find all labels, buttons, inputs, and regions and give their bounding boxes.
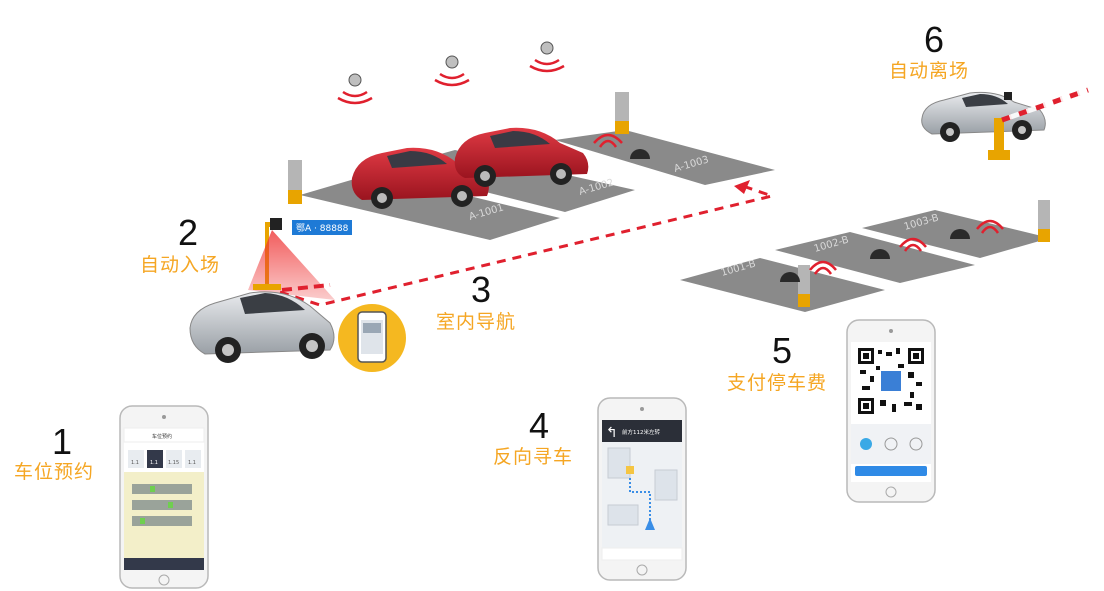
step-label-5: 支付停车费 [727,372,828,394]
pillar [615,92,629,134]
ceiling-camera-icon [337,73,373,105]
ground-sensor-icon [950,219,1004,239]
parked-car-red [351,147,489,209]
parking-space-a1003 [555,130,775,185]
nav-banner-text: 前方112米左转 [622,428,660,436]
step-number-2: 2 [177,212,199,253]
step-label-4: 反向寻车 [493,446,574,468]
license-plate-badge [292,220,352,235]
step-number-5: 5 [771,330,793,371]
navigation-route [279,180,778,307]
step-label-6: 自动离场 [889,60,970,82]
step-label-1: 车位预约 [14,461,95,483]
nav-banner [602,420,682,442]
step-number-3: 3 [470,269,492,310]
booking-slot: 1.15 [168,460,179,466]
ground-sensor-icon [593,133,650,159]
step-number-6: 6 [923,19,945,60]
step-number-4: 4 [528,405,550,446]
pillar [1038,200,1050,242]
booking-title: 车位预约 [152,433,172,440]
parked-car-red [454,127,589,187]
ceiling-camera-icon [434,55,470,87]
step-label-2: 自动入场 [140,254,221,276]
parking-row-b: 1001-B 1002-B 1003-B [680,210,1050,312]
ceiling-sensors [337,41,565,105]
step-number-1: 1 [51,421,73,462]
step-label-3: 室内导航 [436,311,517,333]
booking-slot: 1.1 [131,460,139,466]
pillar [288,160,302,204]
pillars [288,92,1050,307]
pay-button[interactable] [855,466,927,476]
booking-slot: 1.1 [150,460,158,466]
pillar [798,265,810,307]
parking-space-b1001 [680,258,885,312]
entering-car-silver [189,291,335,363]
pay-option-icon [909,437,923,451]
ground-sensors [593,133,1004,282]
qr-code-icon [856,346,926,416]
ground-sensor-icon [870,237,927,259]
location-arrow-icon [645,518,655,530]
exit-camera-icon [1004,92,1012,100]
license-plate-text: 鄂A · 88888 [296,223,349,234]
pay-option-icon [884,437,898,451]
entrance-gate: 鄂A · 88888 [248,218,352,300]
entrance-camera-icon [270,218,282,230]
pay-option-icon [860,438,872,450]
booking-bottom-bar [124,558,204,570]
phone-booking: 车位预约 1.1 1.1 1.15 1.1 [119,405,209,589]
ground-sensor-icon [780,260,837,282]
turn-left-icon: ↰ [606,425,618,441]
phone-find-car: ↰ 前方112米左转 [597,397,687,581]
indoor-nav-phone-icon [338,304,406,372]
exit-barrier [988,87,1089,160]
phone-payment [846,319,936,503]
booking-slot: 1.1 [188,460,196,466]
ceiling-camera-icon [529,41,565,73]
exiting-car-silver [921,91,1046,142]
